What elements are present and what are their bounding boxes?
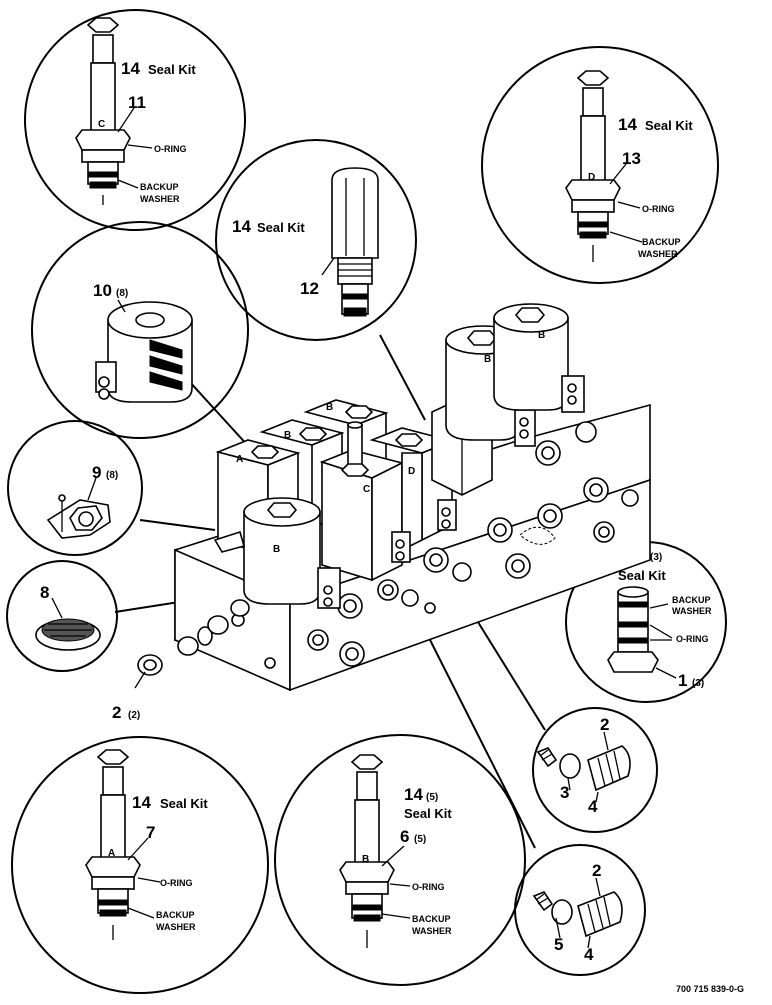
leader-12 xyxy=(379,334,426,421)
cartridge-7: 14 Seal Kit 7 A O-RING BACKUP WASHER xyxy=(85,749,208,940)
backup-label-1b: WASHER xyxy=(672,606,712,616)
part-number-3: 3 xyxy=(560,783,569,802)
part-number-2a: 2 xyxy=(600,715,609,734)
kit-label-12: Seal Kit xyxy=(257,220,305,235)
manifold-ports xyxy=(231,421,639,669)
backup-label-7a: BACKUP xyxy=(156,910,195,920)
kit-number-13: 14 xyxy=(618,115,637,134)
coil-letter-2: B xyxy=(326,402,333,413)
cartridge-11: 14 Seal Kit 11 C O-RING BACKUP WASHER xyxy=(75,17,196,205)
part-number-2b: 2 xyxy=(592,861,601,880)
coil-letter-1: B xyxy=(284,430,291,441)
part-number-11: 11 xyxy=(128,93,146,112)
cartridge-13: 14 Seal Kit 13 D O-RING BACKUP WASHER xyxy=(565,70,693,262)
cartridge-letter-a: A xyxy=(108,848,115,859)
part-number-4a: 4 xyxy=(588,797,598,816)
oring-label-6: O-RING xyxy=(412,882,445,892)
part-number-10: 10 xyxy=(93,281,112,300)
qty-2-plugs: (2) xyxy=(128,710,140,721)
callout-circle-10 xyxy=(31,221,249,439)
callout-circle-9 xyxy=(7,420,143,556)
part-number-7: 7 xyxy=(146,823,155,842)
part-number-12: 12 xyxy=(300,279,319,298)
oring-label-7: O-RING xyxy=(160,878,193,888)
coil-B3-front: B xyxy=(243,497,341,609)
part-number-9: 9 xyxy=(92,463,101,482)
hidden-port xyxy=(519,526,556,545)
part-number-8: 8 xyxy=(40,583,49,602)
kit-qty-1: (3) xyxy=(650,552,662,563)
cartridge-6: 14 (5) Seal Kit 6 (5) B O-RING BACKUP WA… xyxy=(339,754,452,948)
kit-number-11: 14 xyxy=(121,59,140,78)
manifold-assembly: 2 (2) A B B xyxy=(112,303,651,722)
oring-label-11: O-RING xyxy=(154,144,187,154)
kit-qty-6: (5) xyxy=(426,792,438,803)
part-number-13: 13 xyxy=(622,149,641,168)
backup-label-6b: WASHER xyxy=(412,926,452,936)
kit-number-12: 14 xyxy=(232,217,251,236)
backup-label-7b: WASHER xyxy=(156,922,196,932)
cartridge-letter-c: C xyxy=(98,119,105,130)
callout-circle-6 xyxy=(274,734,526,986)
backup-label-1a: BACKUP xyxy=(672,595,711,605)
oring-label-13: O-RING xyxy=(642,204,675,214)
callout-circle-2-3-4 xyxy=(532,707,658,833)
callout-circle-13 xyxy=(481,46,719,284)
leader-10 xyxy=(187,379,251,449)
backup-label-6a: BACKUP xyxy=(412,914,451,924)
valve-12: 14 Seal Kit 12 xyxy=(232,167,379,317)
callout-circle-12 xyxy=(215,139,417,341)
kit-number-6: 14 xyxy=(404,785,423,804)
kit-label-13: Seal Kit xyxy=(645,118,693,133)
cartridge-letter-b: B xyxy=(362,854,369,865)
coil-C: C xyxy=(319,421,405,582)
cartridge-letter-d: D xyxy=(588,172,595,183)
callout-circle-7 xyxy=(11,736,269,994)
oring-label-1: O-RING xyxy=(676,634,709,644)
qty-6: (5) xyxy=(414,834,426,845)
drawing-number: 700 715 839-0-G xyxy=(676,984,744,994)
filter-8: 8 xyxy=(35,583,101,651)
qty-9: (8) xyxy=(106,470,118,481)
coil-letter-6: B xyxy=(484,354,491,365)
callout-circles xyxy=(6,9,727,994)
coil-10: 10 (8) xyxy=(93,281,193,403)
kit-label-11: Seal Kit xyxy=(148,62,196,77)
plug-assembly-2-5-4: 2 5 4 xyxy=(532,861,623,964)
coil-letter-7: B xyxy=(538,330,545,341)
side-plugs: 2 (2) xyxy=(112,599,250,722)
leader-9 xyxy=(139,519,216,531)
manifold-front-face xyxy=(289,478,651,692)
callout-circle-8 xyxy=(6,560,118,672)
backup-label-11a: BACKUP xyxy=(140,182,179,192)
backup-label-13b: WASHER xyxy=(638,249,678,259)
qty-1: (3) xyxy=(692,678,704,689)
kit-label-7: Seal Kit xyxy=(160,796,208,811)
mounting-nut xyxy=(213,530,245,553)
leader-2b xyxy=(424,629,536,849)
kit-label-6: Seal Kit xyxy=(404,806,452,821)
backup-label-13a: BACKUP xyxy=(642,237,681,247)
kit-number-7: 14 xyxy=(132,793,151,812)
cartridge-1: 14 (3) Seal Kit BACKUP WASHER O-RING 1 (… xyxy=(607,545,712,690)
part-number-6: 6 xyxy=(400,827,409,846)
part-number-4b: 4 xyxy=(584,945,594,964)
backup-label-11b: WASHER xyxy=(140,194,180,204)
callout-circle-11 xyxy=(24,9,246,231)
coil-letter-4: D xyxy=(408,466,415,477)
part-number-2-plugs: 2 xyxy=(112,703,121,722)
part-number-1: 1 xyxy=(678,671,687,690)
coil-letter-5: B xyxy=(273,544,280,555)
plug-assembly-2-3-4: 2 3 4 xyxy=(536,715,631,816)
coil-letter-0: A xyxy=(236,454,243,465)
qty-10: (8) xyxy=(116,288,128,299)
coil-B5-back: B xyxy=(493,303,585,413)
coil-connectors xyxy=(391,499,457,563)
kit-label-1: Seal Kit xyxy=(618,568,666,583)
washer-9: 9 (8) xyxy=(46,463,118,539)
part-number-5: 5 xyxy=(554,935,563,954)
coil-letter-3: C xyxy=(363,484,370,495)
